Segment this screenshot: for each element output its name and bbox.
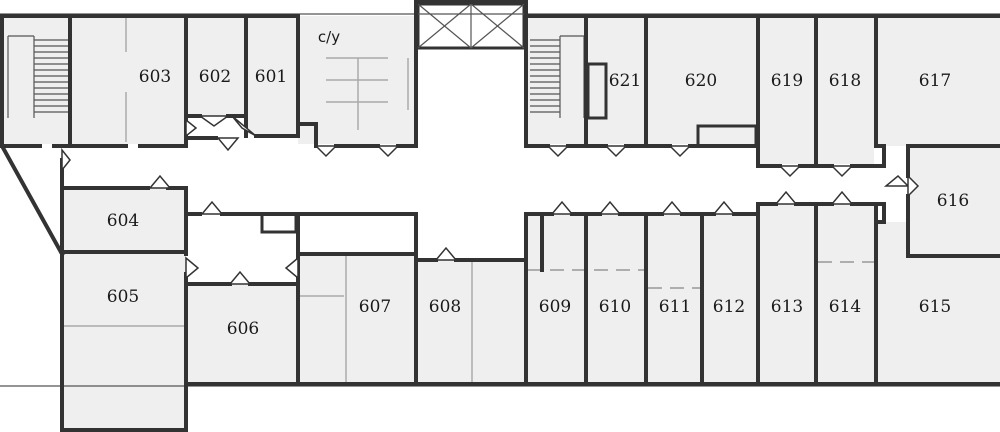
room-612-label: 612: [713, 297, 745, 317]
room-621-label: 621: [609, 71, 641, 91]
room-620-label: 620: [685, 71, 717, 91]
room-607-label: 607: [359, 297, 391, 317]
room-618-label: 618: [829, 71, 861, 91]
room-609-label: 609: [539, 297, 571, 317]
room-604-label: 604: [107, 211, 139, 231]
room-613-label: 613: [771, 297, 803, 317]
room-611-label: 611: [659, 297, 691, 317]
doors: [61, 115, 920, 285]
stair-hall-label: c/y: [318, 28, 340, 46]
room-606-label: 606: [227, 319, 259, 339]
stair-center: [326, 57, 409, 130]
room-615-label: 615: [919, 297, 951, 317]
room-labels: 603 602 601 c/y 621 620 619 618 617 616 …: [107, 28, 969, 339]
room-605-label: 605: [107, 287, 139, 307]
stair-left: [7, 35, 68, 118]
room-fills: [4, 16, 1000, 430]
room-616-label: 616: [937, 191, 969, 211]
elevator-shaft: [416, 2, 526, 50]
room-601-label: 601: [255, 67, 287, 87]
room-610-label: 610: [599, 297, 631, 317]
room-603-label: 603: [139, 67, 171, 87]
room-614-label: 614: [829, 297, 861, 317]
room-602-label: 602: [199, 67, 231, 87]
room-608-label: 608: [429, 297, 461, 317]
room-617-label: 617: [919, 71, 951, 91]
room-619-label: 619: [771, 71, 803, 91]
